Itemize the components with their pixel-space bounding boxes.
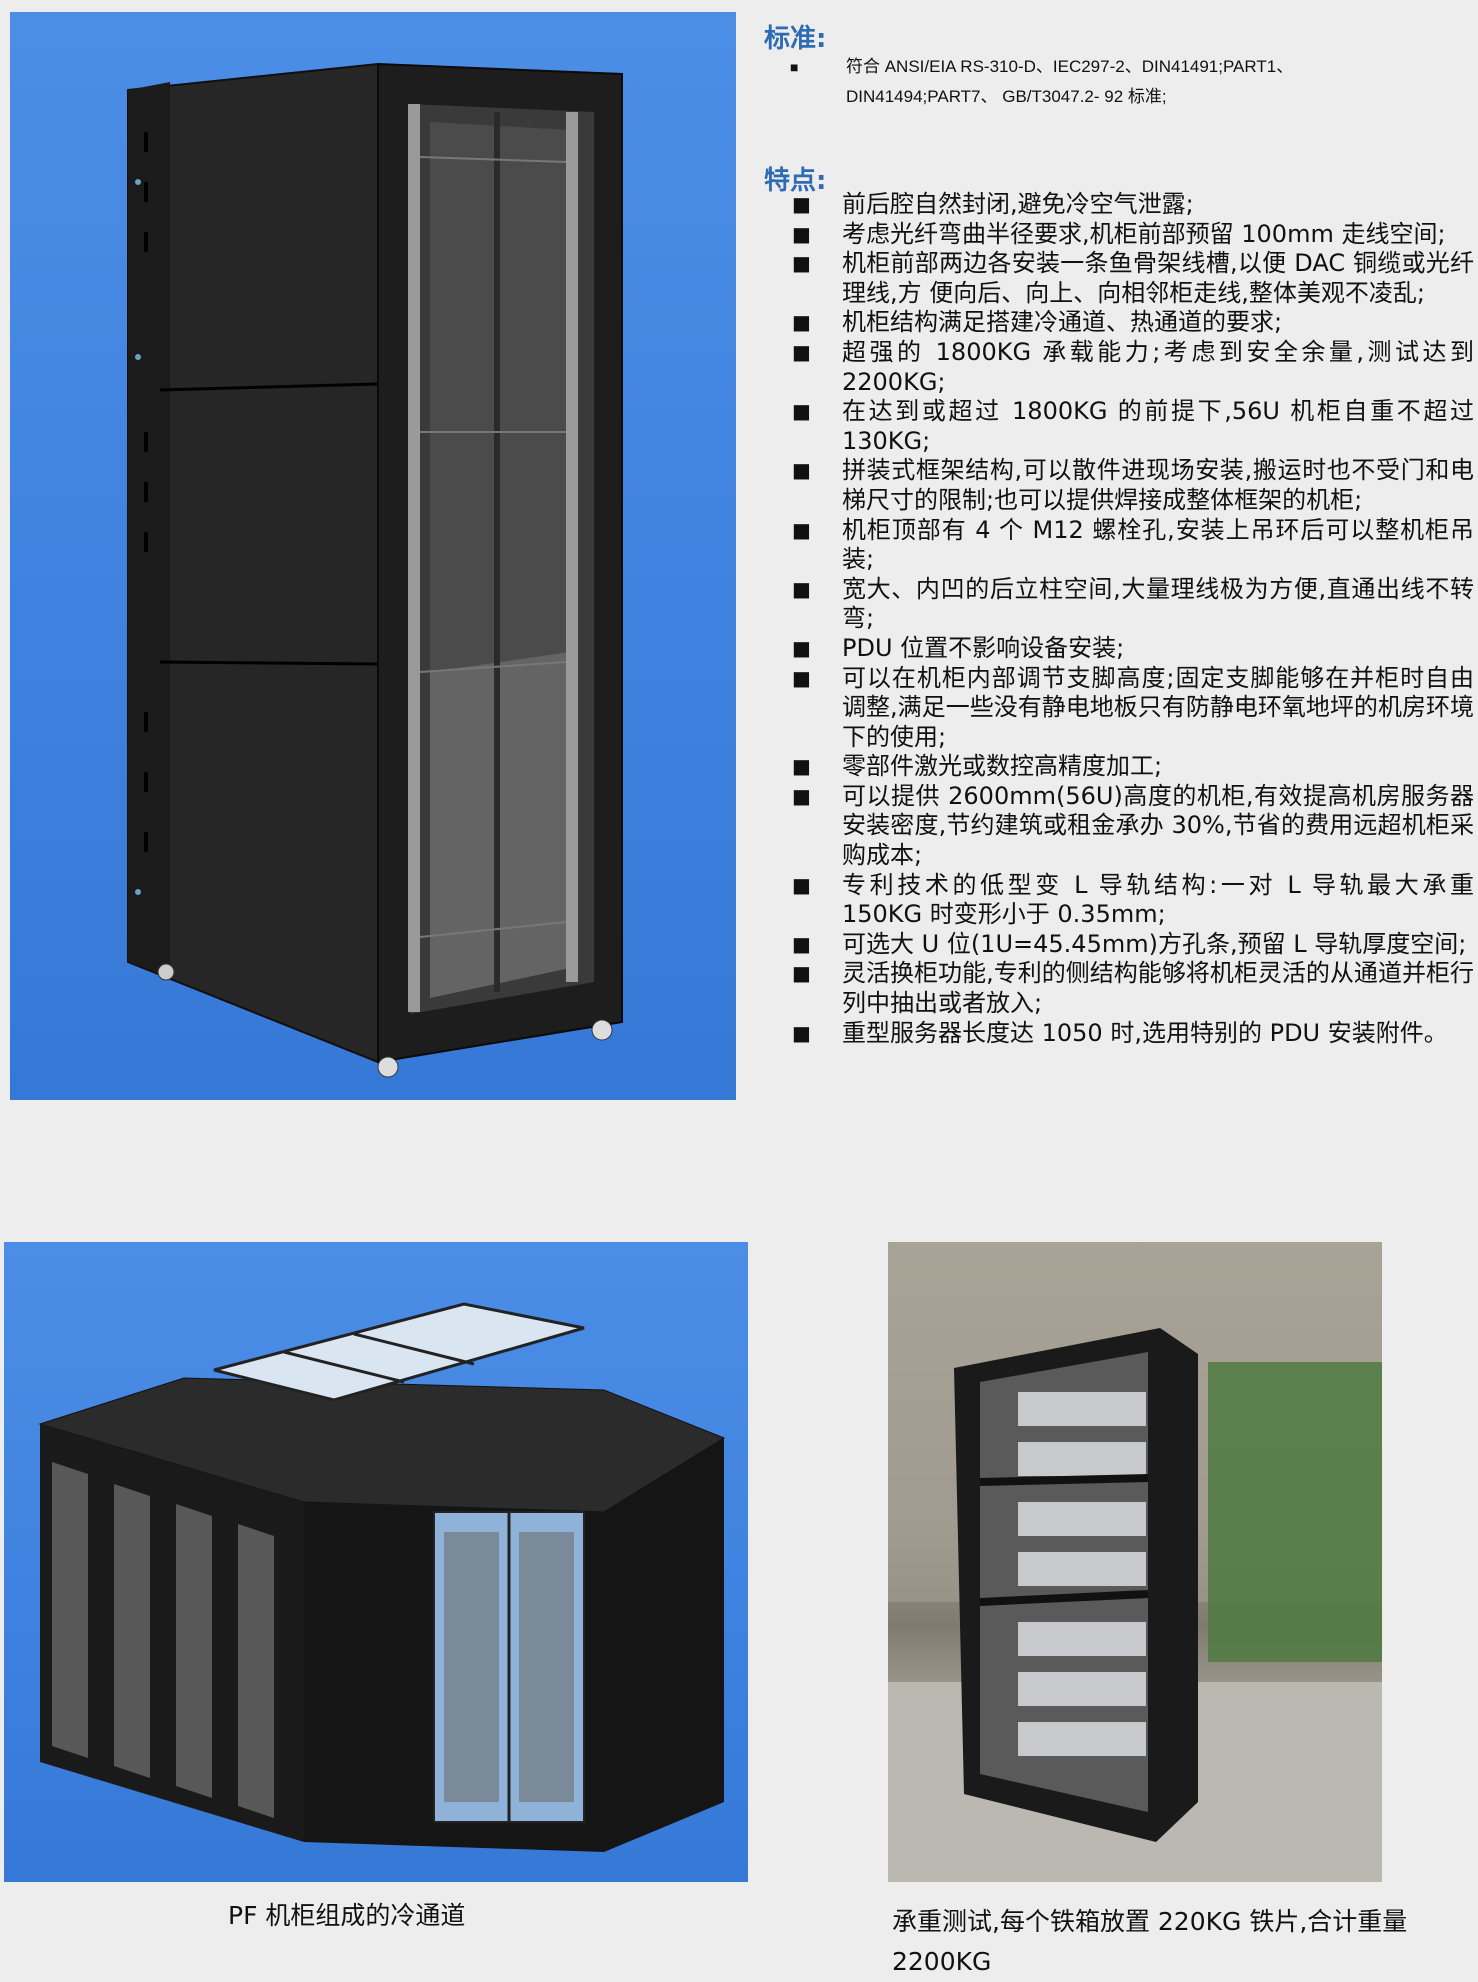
feature-text: 可以在机柜内部调节支脚高度;固定支脚能够在并柜时自由调整,满足一些没有静电地板只… — [842, 663, 1474, 751]
feature-item: ■ 机柜前部两边各安装一条鱼骨架线槽,以便 DAC 铜缆或光纤 理线,方 便向后、… — [786, 249, 1474, 308]
bullet-icon: ■ — [792, 961, 811, 986]
feature-item: ■ 零部件激光或数控高精度加工; — [786, 752, 1474, 782]
bullet-icon: ■ — [792, 221, 811, 246]
feature-item: ■ 机柜顶部有 4 个 M12 螺栓孔,安装上吊环后可以整机柜吊装; — [786, 516, 1474, 575]
feature-item: ■ 拼装式框架结构,可以散件进现场安装,搬运时也不受门和电梯尺寸的限制;也可以提供… — [786, 456, 1474, 515]
bullet-icon: ■ — [792, 251, 811, 276]
feature-item: ■ 专利技术的低型变 L 导轨结构:一对 L 导轨最大承重 150KG 时变形小于… — [786, 871, 1474, 930]
bullet-icon: ■ — [792, 192, 811, 216]
features-list: ■ 前后腔自然封闭,避免冷空气泄露; ■ 考虑光纤弯曲半径要求,机柜前部预留 100… — [786, 190, 1474, 1048]
feature-text: 零部件激光或数控高精度加工; — [842, 752, 1163, 781]
feature-text: PDU 位置不影响设备安装; — [842, 633, 1125, 662]
bullet-icon: ■ — [790, 59, 799, 75]
feature-item: ■ 在达到或超过 1800KG 的前提下,56U 机柜自重不超过 130KG; — [786, 397, 1474, 456]
feature-text: 考虑光纤弯曲半径要求,机柜前部预留 100mm 走线空间; — [842, 219, 1446, 248]
feature-text: 在达到或超过 1800KG 的前提下,56U 机柜自重不超过 130KG; — [842, 397, 1474, 455]
feature-text: 专利技术的低型变 L 导轨结构:一对 L 导轨最大承重 150KG 时变形小于 … — [842, 870, 1474, 929]
feature-text: 机柜前部两边各安装一条鱼骨架线槽,以便 DAC 铜缆或光纤 理线,方 便向后、向… — [842, 249, 1474, 307]
feature-text: 重型服务器长度达 1050 时,选用特别的 PDU 安装附件。 — [842, 1018, 1448, 1047]
feature-item: ■ 可以提供 2600mm(56U)高度的机柜,有效提高机房服务器安装密度,节约建… — [786, 782, 1474, 871]
feature-text: 宽大、内凹的后立柱空间,大量理线极为方便,直通出线不转弯; — [842, 574, 1474, 633]
bullet-icon: ■ — [792, 310, 811, 335]
feature-text: 拼装式框架结构,可以散件进现场安装,搬运时也不受门和电梯尺寸的限制;也可以提供焊… — [842, 456, 1474, 514]
feature-item: ■ 机柜结构满足搭建冷通道、热通道的要求; — [786, 308, 1474, 338]
rack-illustration — [127, 62, 623, 1078]
standard-item: ■ 符合 ANSI/EIA RS-310-D、IEC297-2、DIN41491… — [790, 52, 1430, 112]
standard-heading: 标准: — [764, 24, 827, 54]
feature-item: ■ 可以在机柜内部调节支脚高度;固定支脚能够在并柜时自由调整,满足一些没有静电地板… — [786, 664, 1474, 753]
bullet-icon: ■ — [792, 339, 811, 364]
feature-text: 可以提供 2600mm(56U)高度的机柜,有效提高机房服务器安装密度,节约建筑… — [842, 781, 1474, 870]
load-test-caption: 承重测试,每个铁箱放置 220KG 铁片,合计重量 2200KG — [892, 1907, 1408, 1976]
bullet-icon: ■ — [792, 783, 811, 808]
feature-item: ■ 前后腔自然封闭,避免冷空气泄露; — [786, 190, 1474, 220]
feature-item: ■ 可选大 U 位(1U=45.45mm)方孔条,预留 L 导轨厚度空间; — [786, 930, 1474, 960]
load-test-photo — [888, 1242, 1382, 1882]
feature-item: ■ 宽大、内凹的后立柱空间,大量理线极为方便,直通出线不转弯; — [786, 575, 1474, 634]
feature-item: ■ 重型服务器长度达 1050 时,选用特别的 PDU 安装附件。 — [786, 1019, 1474, 1049]
feature-item: ■ 灵活换柜功能,专利的侧结构能够将机柜灵活的从通道并柜行列中抽出或者放入; — [786, 959, 1474, 1018]
feature-text: 可选大 U 位(1U=45.45mm)方孔条,预留 L 导轨厚度空间; — [842, 929, 1467, 958]
bullet-icon: ■ — [792, 754, 811, 779]
feature-item: ■ 考虑光纤弯曲半径要求,机柜前部预留 100mm 走线空间; — [786, 220, 1474, 250]
bullet-icon: ■ — [792, 665, 811, 690]
bullet-icon: ■ — [792, 635, 811, 660]
bullet-icon: ■ — [792, 517, 811, 542]
feature-text: 灵活换柜功能,专利的侧结构能够将机柜灵活的从通道并柜行列中抽出或者放入; — [842, 959, 1474, 1018]
cold-aisle-illustration — [38, 1302, 726, 1852]
standard-item-text: 符合 ANSI/EIA RS-310-D、IEC297-2、DIN41491;P… — [846, 57, 1294, 106]
cold-aisle-render-image — [4, 1242, 748, 1882]
bullet-icon: ■ — [792, 872, 811, 897]
bullet-icon: ■ — [792, 576, 811, 601]
bullet-icon: ■ — [792, 931, 811, 956]
feature-text: 超强的 1800KG 承载能力;考虑到安全余量,测试达到 2200KG; — [842, 337, 1474, 396]
features-heading: 特点: — [764, 166, 827, 196]
feature-item: ■ PDU 位置不影响设备安装; — [786, 634, 1474, 664]
cold-aisle-caption: PF 机柜组成的冷通道 — [228, 1901, 466, 1930]
bullet-icon: ■ — [792, 399, 811, 424]
feature-item: ■ 超强的 1800KG 承载能力;考虑到安全余量,测试达到 2200KG; — [786, 338, 1474, 397]
rack-render-image — [10, 12, 736, 1100]
bullet-icon: ■ — [792, 1020, 811, 1045]
feature-text: 前后腔自然封闭,避免冷空气泄露; — [842, 190, 1194, 218]
load-test-illustration — [888, 1242, 1382, 1882]
bullet-icon: ■ — [792, 458, 811, 483]
feature-text: 机柜结构满足搭建冷通道、热通道的要求; — [842, 308, 1283, 337]
feature-text: 机柜顶部有 4 个 M12 螺栓孔,安装上吊环后可以整机柜吊装; — [842, 515, 1474, 574]
